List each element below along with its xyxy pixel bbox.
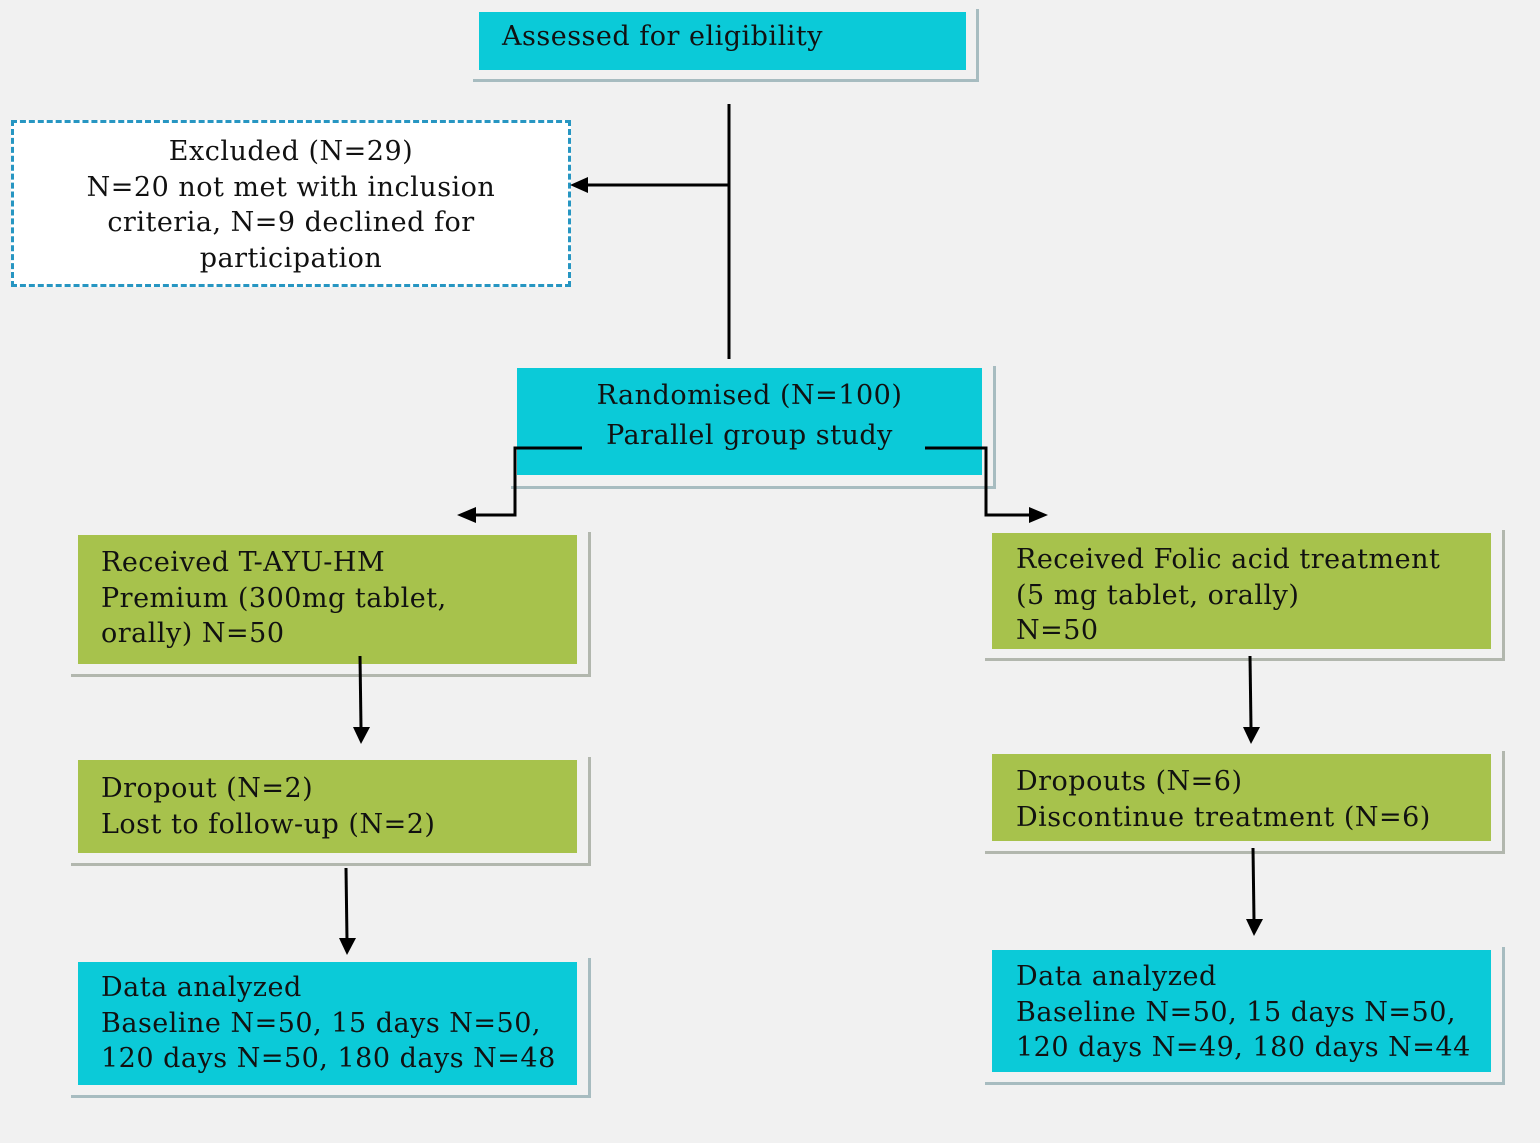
left-received-to-dropout-connector [358, 655, 363, 729]
assessed-for-eligibility-box: Assessed for eligibility [479, 12, 966, 70]
right-received-to-dropout-connector [1248, 655, 1253, 729]
left-analyzed-box-shadow [71, 958, 591, 1098]
excluded-box-line: Excluded (N=29) [168, 136, 414, 167]
left-dropout-box: Dropout (N=2) Lost to follow-up (N=2) [78, 760, 577, 853]
left-received-line: Premium (300mg tablet, [101, 582, 447, 614]
left-dropout-to-analyzed-arrowhead [339, 938, 356, 955]
right-split-arrowhead [1029, 507, 1048, 523]
excluded-box-line: participation [199, 242, 383, 274]
left-analyzed-line: Data analyzed [101, 972, 302, 1003]
left-dropout-to-analyzed-connector [344, 867, 349, 941]
excluded-arrowhead [570, 177, 588, 193]
randomised-box-line: Parallel group study [606, 420, 893, 451]
randomised-box-line: Randomised (N=100) [596, 380, 903, 411]
randomised-box-shadow [511, 366, 996, 489]
right-data-analyzed-box: Data analyzed Baseline N=50, 15 days N=5… [992, 950, 1491, 1072]
right-dropout-to-analyzed-connector [1251, 847, 1256, 921]
excluded-box-line: criteria, N=9 declined for [107, 207, 475, 238]
right-dropout-line: Dropouts (N=6) [1016, 766, 1243, 797]
right-received-box-shadow [985, 530, 1505, 661]
right-received-to-dropout-arrowhead [1243, 727, 1260, 744]
left-received-box: Received T-AYU-HM Premium (300mg tablet,… [78, 535, 577, 664]
right-analyzed-line: Baseline N=50, 15 days N=50, [1016, 996, 1456, 1028]
left-data-analyzed-box: Data analyzed Baseline N=50, 15 days N=5… [78, 962, 577, 1085]
left-split-connector [475, 446, 582, 517]
assessed-box-text: Assessed for eligibility [502, 21, 823, 52]
left-dropout-box-shadow [71, 757, 591, 866]
right-received-line: (5 mg tablet, orally) [1016, 579, 1300, 611]
left-received-line: Received T-AYU-HM [101, 547, 386, 578]
right-received-box: Received Folic acid treatment (5 mg tabl… [992, 533, 1491, 649]
right-dropout-box: Dropouts (N=6) Discontinue treatment (N=… [992, 754, 1491, 841]
left-dropout-line: Dropout (N=2) [101, 773, 314, 804]
assessed-box-shadow [473, 9, 979, 82]
randomised-box: Randomised (N=100) Parallel group study [517, 368, 982, 475]
right-split-connector [925, 446, 1030, 517]
excluded-box: Excluded (N=29) N=20 not met with inclus… [11, 120, 571, 287]
right-analyzed-box-shadow [985, 947, 1505, 1085]
left-received-box-shadow [71, 532, 591, 677]
left-split-arrowhead [457, 507, 476, 523]
right-analyzed-line: 120 days N=49, 180 days N=44 [1016, 1032, 1471, 1063]
left-received-line: orally) N=50 [101, 618, 285, 649]
left-received-to-dropout-arrowhead [353, 727, 370, 744]
left-analyzed-line: Baseline N=50, 15 days N=50, [101, 1007, 541, 1039]
left-dropout-line: Lost to follow-up (N=2) [101, 808, 436, 840]
left-analyzed-line: 120 days N=50, 180 days N=48 [101, 1043, 556, 1074]
right-dropout-line: Discontinue treatment (N=6) [1016, 801, 1431, 833]
excluded-box-line: N=20 not met with inclusion [86, 171, 496, 203]
right-dropout-to-analyzed-arrowhead [1246, 919, 1263, 936]
right-analyzed-line: Data analyzed [1016, 961, 1217, 992]
right-dropout-box-shadow [985, 751, 1505, 854]
right-received-line: Received Folic acid treatment [1016, 544, 1441, 575]
right-received-line: N=50 [1016, 615, 1099, 646]
